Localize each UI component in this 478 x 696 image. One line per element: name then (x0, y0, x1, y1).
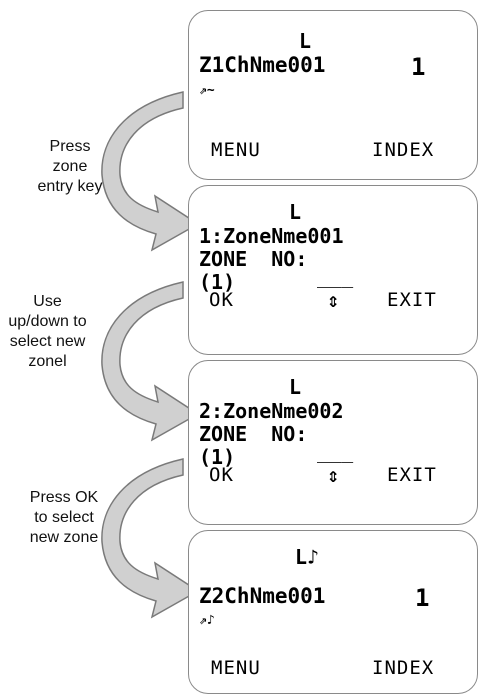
step-label-3: Press OK to select new zone (14, 488, 114, 548)
screen-2-top-marker: L (289, 200, 302, 224)
screen-4-channel-name: Z2ChNme001 (199, 584, 326, 608)
curved-arrow-1 (101, 91, 200, 252)
screen-1-channel-name: Z1ChNme001 (199, 53, 326, 77)
screen-2-zone-value: (1) (199, 270, 236, 294)
screen-3-zone-value: (1) (199, 445, 236, 469)
screen-4-top-marker: L♪ (295, 545, 320, 569)
exit-softkey[interactable]: EXIT (387, 289, 437, 311)
display-screen-4: L♪ Z2ChNme001 1 ⇗♪ MENU INDEX (188, 530, 478, 694)
index-softkey[interactable]: INDEX (372, 657, 435, 679)
display-screen-2: L 1:ZoneNme001 ZONE NO: (1) ___ OK ⇕ EXI… (188, 185, 478, 355)
ok-softkey[interactable]: OK (209, 289, 234, 311)
screen-1-status-icons: ⇗∼ (199, 83, 215, 98)
screen-3-zone-no-label: ZONE NO: (199, 422, 308, 446)
screen-2-zone-name: 1:ZoneNme001 (199, 224, 344, 248)
screen-1-top-marker: L (299, 29, 312, 53)
screen-4-number: 1 (415, 584, 430, 612)
screen-2-zone-no-label: ZONE NO: (199, 247, 308, 271)
screen-4-status-icons: ⇗♪ (199, 613, 215, 628)
up-down-arrow-icon[interactable]: ⇕ (327, 288, 340, 312)
ok-softkey[interactable]: OK (209, 464, 234, 486)
curved-arrow-2 (101, 281, 200, 442)
screen-3-top-marker: L (289, 375, 302, 399)
step-label-3-text: Press OK to select new zone (29, 489, 99, 546)
display-screen-1: L Z1ChNme001 1 ⇗∼ MENU INDEX (188, 10, 478, 180)
screen-2-dashes: ___ (317, 264, 354, 288)
curved-arrow-3 (101, 458, 200, 619)
screen-3-zone-name: 2:ZoneNme002 (199, 399, 344, 423)
screen-3-dashes: ___ (317, 439, 354, 463)
menu-softkey[interactable]: MENU (211, 657, 261, 679)
step-label-1: Press zone entry key (24, 137, 116, 197)
menu-softkey[interactable]: MENU (211, 139, 261, 161)
step-label-1-text: Press zone entry key (37, 138, 103, 195)
exit-softkey[interactable]: EXIT (387, 464, 437, 486)
display-screen-3: L 2:ZoneNme002 ZONE NO: (1) ___ OK ⇕ EXI… (188, 360, 478, 525)
up-down-arrow-icon[interactable]: ⇕ (327, 463, 340, 487)
step-label-2-text: Use up/down to select new zonel (8, 293, 87, 370)
index-softkey[interactable]: INDEX (372, 139, 435, 161)
step-label-2: Use up/down to select new zonel (0, 292, 120, 372)
screen-1-number: 1 (411, 53, 426, 81)
